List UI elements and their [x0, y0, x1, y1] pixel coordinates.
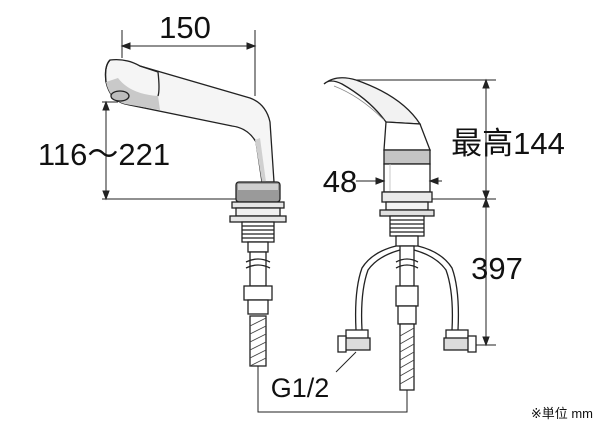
hose-length-label: 397	[471, 251, 523, 286]
unit-note: ※単位 mm	[531, 406, 593, 421]
thread-callout	[257, 351, 408, 413]
dimension-height-range	[102, 100, 236, 201]
dimension-width	[120, 30, 257, 96]
dimension-diameter	[356, 177, 442, 185]
front-view-faucet	[323, 77, 477, 391]
max-height-label: 最高144	[451, 126, 565, 161]
width-dimension-label: 150	[159, 10, 211, 45]
side-view-faucet	[104, 58, 287, 367]
diameter-label: 48	[323, 164, 357, 199]
height-range-label: 116～221	[38, 137, 170, 172]
dimension-hose-length	[432, 197, 496, 347]
thread-label: G1/2	[271, 373, 330, 403]
